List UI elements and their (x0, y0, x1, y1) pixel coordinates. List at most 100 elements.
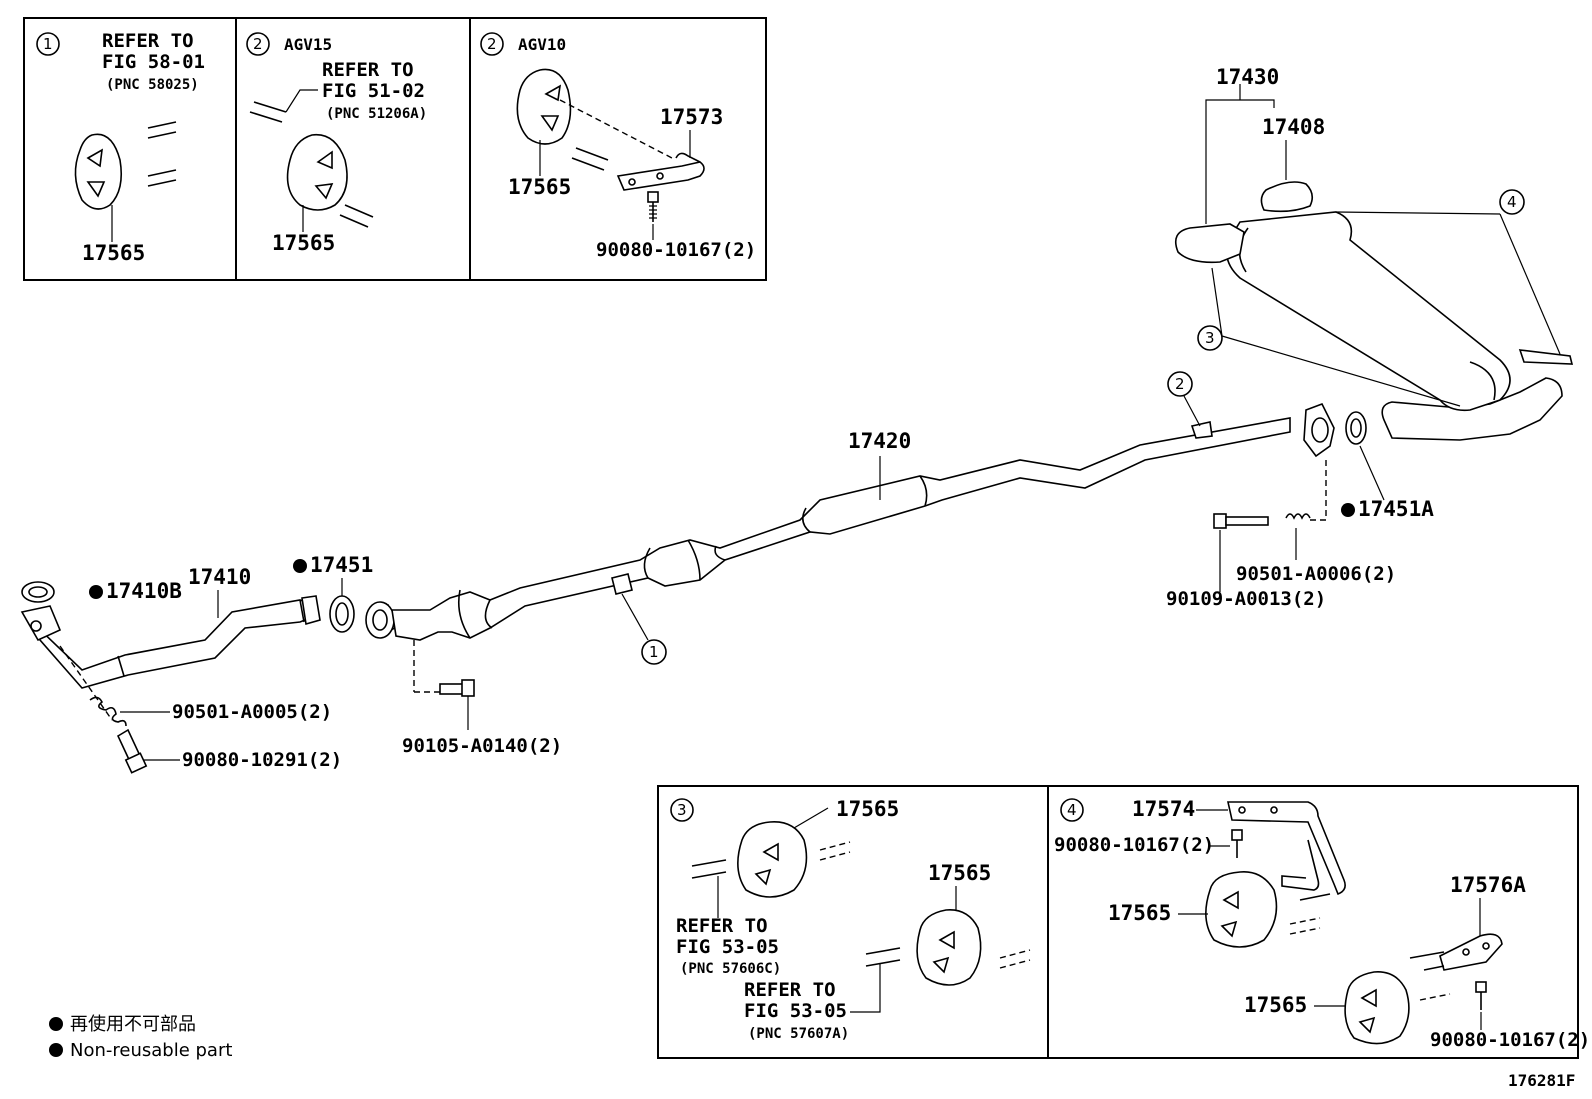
callout-4: 4 (1507, 193, 1517, 211)
callout-3: 3 (1205, 329, 1215, 347)
inset-2b-hanger: 17565 (508, 175, 571, 199)
inset-3-refer-a-line3: (PNC 57606C) (680, 961, 781, 977)
pipe-stub-icon (339, 204, 374, 228)
pipe-hanger-icon (1190, 421, 1213, 439)
pipe-stub-icon (691, 859, 727, 879)
hanger-rubber-icon (1344, 971, 1410, 1045)
rear-flange-icon (1303, 402, 1335, 458)
inset-3-refer-b-line3: (PNC 57607A) (748, 1026, 849, 1042)
hanger-rubber-icon (1205, 871, 1278, 948)
inset-2b-bolt: 90080-10167(2) (596, 239, 756, 261)
bolt-icon (647, 191, 659, 222)
top-inset-frame (23, 17, 767, 281)
gasket-17410B-icon (21, 581, 55, 603)
part-90109-A0013: 90109-A0013(2) (1166, 588, 1326, 610)
pipe-stub-icon (571, 147, 609, 171)
gasket-17451A-icon (1345, 411, 1367, 445)
non-reusable-dot (89, 585, 103, 599)
part-90501-A0005: 90501-A0005(2) (172, 701, 332, 723)
inset-4-bracket-a: 17574 (1132, 797, 1195, 821)
inset-2a-number: 2 (253, 35, 263, 53)
part-17451: 17451 (310, 553, 373, 577)
gasket-17451-icon (329, 595, 355, 633)
dashed-guide (559, 99, 673, 159)
callout-circle (36, 32, 60, 56)
center-pipe-17420 (365, 417, 1291, 641)
bottom-inset-frame (657, 785, 1579, 1059)
part-17408: 17408 (1262, 115, 1325, 139)
non-reusable-dot (49, 1017, 63, 1031)
bolt-icon (1213, 513, 1269, 529)
inset-4: 4 17574 90080-10167(2) 17565 17576A (1054, 797, 1590, 1051)
inset-2-agv10: 2 AGV10 17573 90080-10167(2) 17565 (480, 32, 756, 261)
hanger-rubber-icon (286, 133, 348, 211)
spring-icon (89, 696, 127, 727)
inset-4-number: 4 (1067, 801, 1077, 819)
bolt-icon (1475, 981, 1487, 1010)
front-pipe-17410 (20, 595, 321, 689)
inset-2a-refer-line1: REFER TO (322, 59, 414, 81)
figure-id: 176281F (1508, 1071, 1575, 1090)
part-17451A: 17451A (1358, 497, 1434, 521)
callout-circle (641, 639, 667, 665)
pipe-stub-icon (147, 169, 177, 187)
inset-3: 3 17565 REFER TO FIG 53-05 (PNC 57606C) … (670, 797, 1031, 1042)
inset-2b-variant: AGV10 (518, 35, 566, 54)
inset-2b-bracket: 17573 (660, 105, 723, 129)
hanger-rubber-icon (74, 133, 123, 210)
part-17410B: 17410B (106, 579, 182, 603)
bolt-icon (1231, 829, 1243, 858)
inset-1-number: 1 (43, 35, 53, 53)
inset-3-refer-b-line1: REFER TO (744, 979, 836, 1001)
callout-2: 2 (1175, 375, 1185, 393)
pipe-stub-icon (249, 101, 287, 123)
inset-3-number: 3 (677, 801, 687, 819)
inset-4-hanger-a: 17565 (1108, 901, 1171, 925)
inset-4-hanger-b: 17565 (1244, 993, 1307, 1017)
hanger-rubber-icon (737, 821, 808, 898)
inset-1-part: 17565 (82, 241, 145, 265)
inset-1-refer-line2: FIG 58-01 (102, 51, 205, 73)
inset-2a-refer-line3: (PNC 51206A) (326, 106, 427, 122)
part-90501-A0006: 90501-A0006(2) (1236, 563, 1396, 585)
part-17410: 17410 (188, 565, 251, 589)
bracket-icon (1409, 933, 1503, 971)
inset-3-refer-a-line1: REFER TO (676, 915, 768, 937)
bolt-icon (439, 679, 475, 697)
legend-line-2: Non-reusable part (70, 1040, 232, 1061)
muffler-17430 (1174, 181, 1574, 441)
inset-4-bolt-a: 90080-10167(2) (1054, 834, 1214, 856)
inset-2b-number: 2 (487, 35, 497, 53)
callout-1: 1 (649, 643, 659, 661)
flange-icon (20, 605, 62, 642)
spring-icon (1285, 513, 1311, 520)
inset-2-agv15: 2 AGV15 REFER TO FIG 51-02 (PNC 51206A) … (246, 32, 427, 255)
pipe-stub-icon (1299, 893, 1331, 901)
pipe-stub-icon (1289, 917, 1321, 935)
inset-2a-variant: AGV15 (284, 35, 332, 54)
inset-3-refer-a-line2: FIG 53-05 (676, 936, 779, 958)
pipe-stub-icon (147, 121, 177, 139)
pipe-stub-icon (1419, 993, 1451, 1001)
pipe-stub-icon (819, 841, 851, 861)
part-17430: 17430 (1216, 65, 1279, 89)
bracket-icon (1227, 801, 1346, 896)
legend: 再使用不可部品 Non-reusable part (49, 1014, 232, 1061)
non-reusable-dot (49, 1043, 63, 1057)
inset-1-refer-line3: (PNC 58025) (106, 77, 199, 93)
non-reusable-dot (1341, 503, 1355, 517)
hanger-rubber-icon (916, 909, 982, 986)
inset-4-bolt-b: 90080-10167(2) (1430, 1029, 1590, 1051)
inset-3-part-top: 17565 (836, 797, 899, 821)
inset-3-refer-b-line2: FIG 53-05 (744, 1000, 847, 1022)
inset-2a-part: 17565 (272, 231, 335, 255)
pipe-hanger-icon (611, 573, 633, 595)
legend-line-1: 再使用不可部品 (70, 1014, 196, 1035)
hanger-rubber-icon (516, 68, 572, 145)
non-reusable-dot (293, 559, 307, 573)
part-90105-A0140: 90105-A0140(2) (402, 735, 562, 757)
pipe-stub-icon (865, 947, 901, 967)
inset-4-bracket-b: 17576A (1450, 873, 1526, 897)
tail-pipe-17408-icon (1260, 181, 1314, 213)
